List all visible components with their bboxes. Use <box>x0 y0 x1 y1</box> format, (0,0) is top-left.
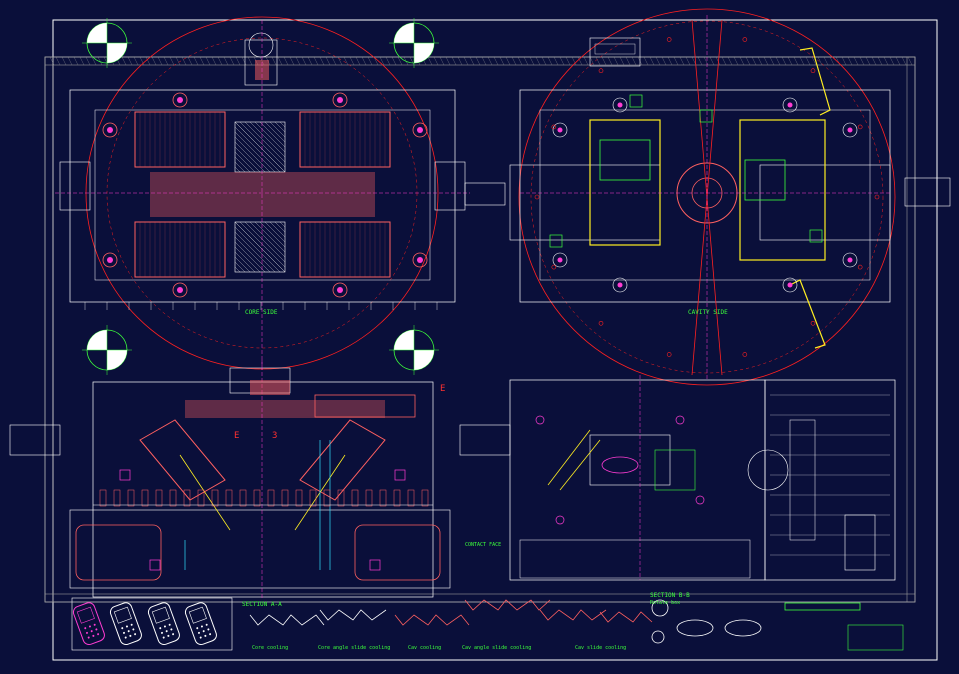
cav-slide-cooling-label: Cav slide cooling <box>575 645 627 651</box>
cavity-side-label: CAVITY SIDE <box>688 309 728 316</box>
core-cooling-label: Core cooling <box>252 645 289 651</box>
datum-markers <box>82 18 439 375</box>
section-aa-label: SECTION A-A <box>242 601 282 608</box>
core-plate-outline <box>69 89 456 303</box>
core-side-label: CORE SIDE <box>245 309 278 316</box>
section-aa-view <box>9 360 511 600</box>
marker-e-left: E <box>234 431 240 441</box>
section-bb-label: SECTION B-B <box>650 592 690 599</box>
core-angle-slide-cooling-label: Core angle slide cooling <box>318 645 391 651</box>
rotate-box-label: Rotate box <box>650 600 681 606</box>
core-side-view <box>55 16 470 370</box>
marker-e: E <box>440 384 446 394</box>
contact-face-label: CONTACT FACE <box>465 542 502 548</box>
plate-outline <box>44 56 916 603</box>
sample-parts <box>651 599 762 644</box>
rotary-circle-right <box>518 8 896 386</box>
marker-3: 3 <box>272 431 278 441</box>
cav-cooling-label: Cav cooling <box>408 645 442 651</box>
product-strip <box>71 597 762 651</box>
section-bb-view <box>509 375 904 651</box>
sheet-border <box>52 19 938 661</box>
cavity-side-view <box>464 8 951 386</box>
mold-base-border <box>44 56 916 603</box>
cav-angle-slide-cooling-label: Cav angle slide cooling <box>462 645 532 651</box>
